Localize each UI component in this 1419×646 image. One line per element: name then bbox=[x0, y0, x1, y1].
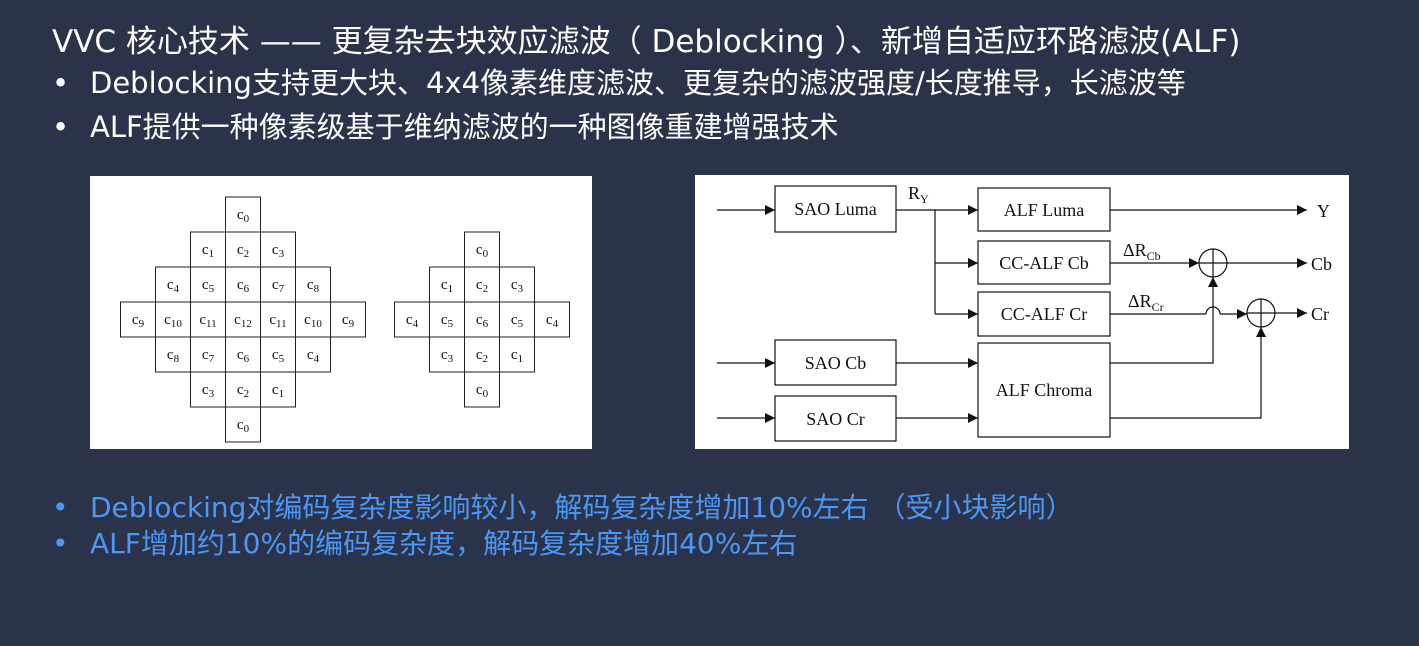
bullet-text: ALF增加约10%的编码复杂度，解码复杂度增加40%左右 bbox=[90, 527, 798, 560]
filter-cell bbox=[295, 336, 331, 373]
bullet-text: ALF提供一种像素级基于维纳滤波的一种图像重建增强技术 bbox=[90, 110, 839, 144]
filter-coefficient: c7 bbox=[272, 277, 285, 295]
filter-cell bbox=[330, 301, 366, 338]
alf-chroma-block bbox=[977, 342, 1111, 438]
filter-cell bbox=[120, 301, 156, 338]
filter-coefficient: c2 bbox=[237, 382, 249, 400]
filter-cell bbox=[295, 266, 331, 303]
filter-coefficient: c4 bbox=[167, 277, 180, 295]
alf-luma-label: ALF Luma bbox=[1004, 200, 1085, 220]
filter-coefficient: c5 bbox=[441, 312, 454, 330]
sao-cr-label: SAO Cr bbox=[806, 409, 865, 429]
bullet-dot: • bbox=[52, 66, 70, 100]
delta-r-cb-label: ΔRCb bbox=[1123, 240, 1161, 263]
filter-coefficient: c8 bbox=[167, 347, 180, 365]
filter-cell bbox=[429, 336, 465, 373]
bullet-item-deblocking: • Deblocking支持更大块、4x4像素维度滤波、更复杂的滤波强度/长度推… bbox=[52, 64, 1186, 102]
filter-coefficient: c2 bbox=[476, 347, 488, 365]
output-y-label: Y bbox=[1317, 201, 1330, 221]
filter-shapes-svg: c0 c1 c2 c3 c4 c5 c6 c7 c8 c9 c10 c11 c12 c11 c10 c9 c8 c… bbox=[120, 196, 570, 443]
bullet-dot: • bbox=[52, 527, 69, 560]
filter-cell bbox=[499, 301, 535, 338]
cc-alf-cb-label: CC-ALF Cb bbox=[999, 253, 1089, 273]
filter-cell bbox=[499, 266, 535, 303]
filter-coefficient: c8 bbox=[307, 277, 320, 295]
sao-luma-label: SAO Luma bbox=[794, 199, 877, 219]
filter-cell bbox=[225, 196, 261, 233]
filter-coefficient: c3 bbox=[272, 242, 285, 260]
filter-cell bbox=[190, 301, 226, 338]
filter-coefficient: c6 bbox=[237, 347, 250, 365]
filter-cell bbox=[499, 336, 535, 373]
slide-title: VVC 核心技术 —— 更复杂去块效应滤波（ Deblocking ）、新增自适… bbox=[52, 24, 1241, 60]
filter-coefficient: c12 bbox=[234, 312, 252, 330]
filter-coefficient: c11 bbox=[199, 312, 216, 330]
bullet-item-alf: • ALF提供一种像素级基于维纳滤波的一种图像重建增强技术 bbox=[52, 108, 1186, 146]
block-diagram-svg: SAO Luma ALF Luma CC-ALF Cb CC-ALF Cr SA… bbox=[717, 183, 1332, 442]
filter-coefficient: c10 bbox=[304, 312, 322, 330]
filter-coefficient: c5 bbox=[511, 312, 524, 330]
filter-coefficient: c5 bbox=[272, 347, 285, 365]
filter-coefficient: c0 bbox=[476, 242, 489, 260]
filter-cell bbox=[260, 336, 296, 373]
filter-cell bbox=[429, 266, 465, 303]
output-cb-label: Cb bbox=[1311, 254, 1332, 274]
output-cr-label: Cr bbox=[1311, 304, 1329, 324]
alf-chroma-label: ALF Chroma bbox=[996, 380, 1093, 400]
filter-cell bbox=[225, 406, 261, 443]
filter-coefficient: c9 bbox=[342, 312, 355, 330]
bullet-item-deblocking-complexity: • Deblocking对编码复杂度影响较小，解码复杂度增加10%左右 （受小块… bbox=[52, 490, 1074, 526]
alf-diamond-7x7: c0 c1 c2 c3 c4 c5 c6 c7 c8 c9 c10 c11 c12 c11 c10 c9 c8 c… bbox=[120, 196, 366, 443]
filter-coefficient: c9 bbox=[132, 312, 145, 330]
filter-coefficient: c0 bbox=[237, 207, 250, 225]
filter-coefficient: c2 bbox=[237, 242, 249, 260]
ry-label: RY bbox=[908, 183, 929, 206]
filter-coefficient: c1 bbox=[202, 242, 214, 260]
alf-block-diagram-figure: SAO Luma ALF Luma CC-ALF Cb CC-ALF Cr SA… bbox=[695, 175, 1349, 449]
filter-coefficient: c7 bbox=[202, 347, 215, 365]
filter-cell bbox=[260, 301, 296, 338]
filter-coefficient: c1 bbox=[272, 382, 284, 400]
filter-coefficient: c1 bbox=[511, 347, 523, 365]
filter-coefficient: c6 bbox=[237, 277, 250, 295]
alf-diamond-5x5: c0 c1 c2 c3 c4 c5 c6 c5 c4 c3 c2 c1 c0 bbox=[394, 231, 570, 408]
filter-coefficient: c4 bbox=[406, 312, 419, 330]
alf-filter-shapes-figure: c0 c1 c2 c3 c4 c5 c6 c7 c8 c9 c10 c11 c12 c11 c10 c9 c8 c… bbox=[90, 176, 592, 449]
filter-coefficient: c1 bbox=[441, 277, 453, 295]
top-bullet-list: • Deblocking支持更大块、4x4像素维度滤波、更复杂的滤波强度/长度推… bbox=[52, 64, 1186, 146]
filter-cell bbox=[190, 266, 226, 303]
sao-cb-label: SAO Cb bbox=[805, 353, 867, 373]
filter-cell bbox=[464, 336, 500, 373]
filter-coefficient: c3 bbox=[511, 277, 524, 295]
filter-coefficient: c5 bbox=[202, 277, 215, 295]
filter-cell bbox=[260, 371, 296, 408]
filter-coefficient: c4 bbox=[546, 312, 559, 330]
filter-cell bbox=[190, 336, 226, 373]
filter-cell bbox=[260, 266, 296, 303]
filter-cell bbox=[429, 301, 465, 338]
filter-coefficient: c4 bbox=[307, 347, 320, 365]
filter-coefficient: c2 bbox=[476, 277, 488, 295]
filter-cell bbox=[295, 301, 331, 338]
bullet-text: Deblocking支持更大块、4x4像素维度滤波、更复杂的滤波强度/长度推导，… bbox=[90, 66, 1186, 100]
filter-coefficient: c3 bbox=[441, 347, 454, 365]
filter-coefficient: c6 bbox=[476, 312, 489, 330]
filter-coefficient: c0 bbox=[476, 382, 489, 400]
bottom-bullet-list: • Deblocking对编码复杂度影响较小，解码复杂度增加10%左右 （受小块… bbox=[52, 490, 1074, 562]
delta-r-cr-label: ΔRCr bbox=[1128, 291, 1164, 314]
bullet-item-alf-complexity: • ALF增加约10%的编码复杂度，解码复杂度增加40%左右 bbox=[52, 526, 1074, 562]
bullet-dot: • bbox=[52, 491, 69, 524]
filter-cell bbox=[260, 231, 296, 268]
filter-coefficient: c3 bbox=[202, 382, 215, 400]
filter-cell bbox=[534, 301, 570, 338]
filter-coefficient: c0 bbox=[237, 417, 250, 435]
filter-coefficient: c11 bbox=[269, 312, 286, 330]
bullet-dot: • bbox=[52, 110, 70, 144]
filter-coefficient: c10 bbox=[164, 312, 182, 330]
bullet-text: Deblocking对编码复杂度影响较小，解码复杂度增加10%左右 （受小块影响… bbox=[90, 491, 1074, 524]
filter-cell bbox=[464, 371, 500, 408]
sao-luma-block bbox=[774, 185, 897, 233]
cc-alf-cr-label: CC-ALF Cr bbox=[1001, 304, 1088, 324]
